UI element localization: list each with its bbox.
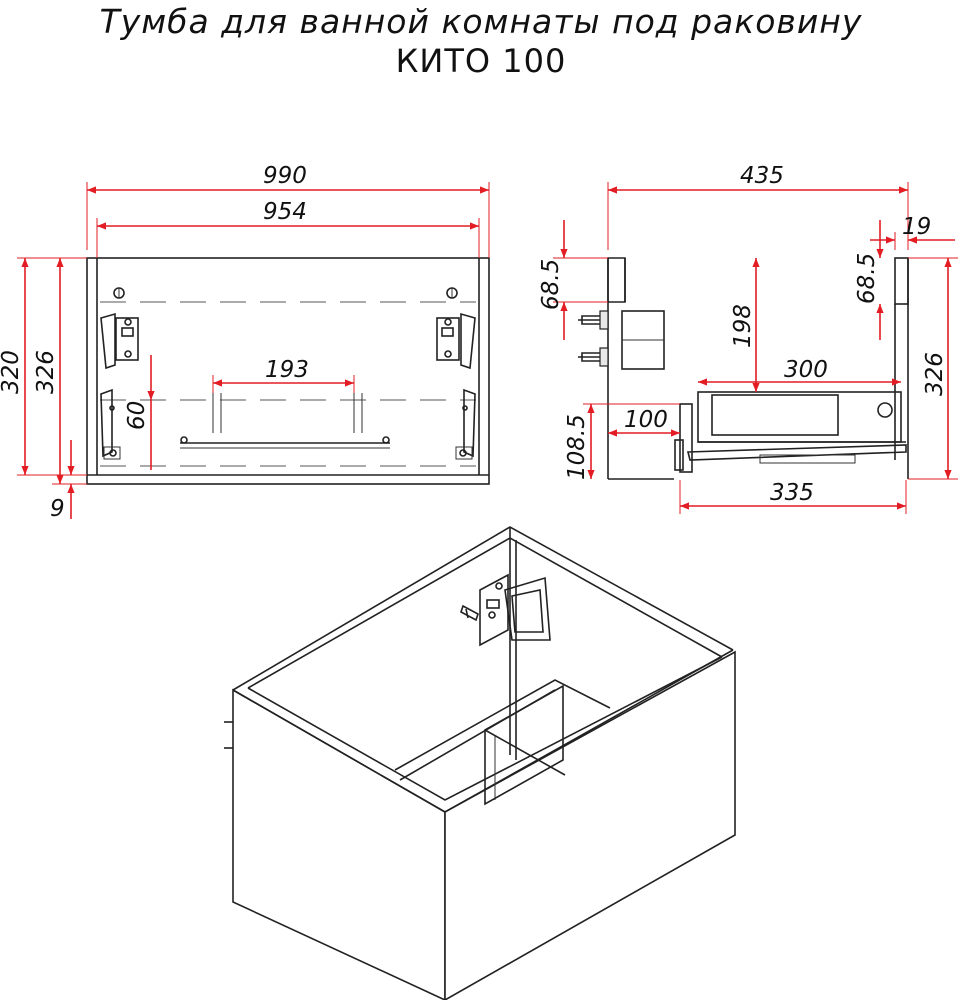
mounting-hole-icon — [113, 287, 125, 299]
front-outline — [86, 257, 490, 485]
dim-width-954: 954 — [263, 199, 307, 225]
dim-drawer-335: 335 — [770, 480, 814, 506]
side-outline — [607, 257, 626, 303]
mounting-hole-icon — [446, 287, 458, 299]
drawer-section — [674, 391, 907, 473]
side-panel — [232, 688, 446, 1000]
dim-top-68-left: 68.5 — [538, 259, 564, 310]
dim-height-326-side: 326 — [922, 352, 948, 396]
dim-offset-100: 100 — [624, 407, 668, 433]
dim-top-68-right: 68.5 — [854, 253, 880, 304]
dim-drawer-300: 300 — [784, 357, 828, 383]
hanging-bracket-icon — [479, 573, 551, 647]
dim-height-108: 108.5 — [564, 414, 590, 480]
dim-height-198: 198 — [730, 304, 756, 348]
drawer-runner-icon — [455, 388, 476, 460]
dim-bottom-9: 9 — [50, 496, 65, 522]
side-view: 435 19 68.5 68.5 198 326 300 100 108.5 3… — [538, 163, 958, 514]
hanging-bracket-icon — [436, 312, 476, 370]
dim-height-320: 320 — [0, 350, 24, 394]
drawer-front — [444, 650, 736, 1000]
hanging-bracket-icon — [100, 312, 139, 370]
dim-height-326: 326 — [33, 350, 59, 394]
dim-thickness-19: 19 — [902, 214, 931, 240]
model-name: КИТО 100 — [395, 42, 567, 80]
dim-gap-193: 193 — [265, 357, 309, 383]
front-view: 990 954 320 326 9 193 60 — [0, 163, 490, 522]
drawing-title: Тумба для ванной комнаты под раковину — [99, 2, 863, 41]
isometric-view — [224, 526, 736, 1000]
dim-depth-435: 435 — [740, 163, 784, 189]
wall-screw-icon — [578, 347, 609, 367]
drawer-runner-icon — [100, 388, 121, 460]
wall-screw-icon — [460, 604, 479, 622]
dim-width-990: 990 — [263, 163, 307, 189]
dim-height-60: 60 — [124, 401, 150, 430]
wall-screw-icon — [578, 310, 609, 330]
